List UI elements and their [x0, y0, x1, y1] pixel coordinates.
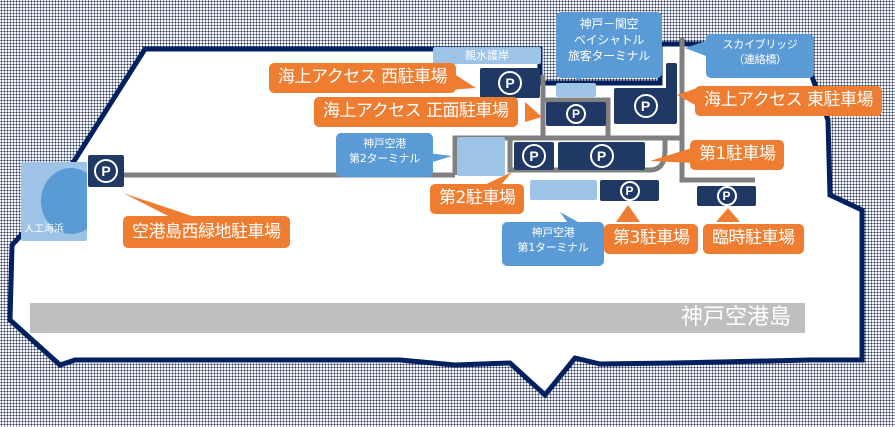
parking-icon: P — [522, 144, 546, 168]
label-sky-bridge[interactable]: スカイブリッジ （連絡橋） — [706, 34, 814, 78]
label-line: 神戸空港 — [363, 137, 406, 150]
parking-lot-2[interactable]: P — [514, 142, 554, 170]
island-name-band: 神戸空港島 — [30, 303, 805, 333]
parking-lot-sea-west[interactable]: P — [480, 68, 540, 98]
parking-icon: P — [566, 104, 586, 124]
label-line: 第2ターミナル — [349, 152, 420, 165]
artificial-beach-area — [21, 162, 87, 241]
label-sea-access-front-parking[interactable]: 海上アクセス 正面駐車場 — [314, 97, 518, 127]
label-bay-shuttle-terminal[interactable]: 神戸－関空 ベイシャトル 旅客ターミナル — [556, 12, 662, 78]
parking-lot-sea-front[interactable]: P — [546, 102, 606, 126]
pointer-skybridge — [685, 41, 706, 56]
pointer-sea-front — [525, 102, 542, 122]
road-lot-loop — [507, 140, 668, 173]
parking-icon: P — [589, 144, 614, 168]
parking-icon: P — [498, 71, 522, 95]
pointer-temp — [716, 208, 740, 222]
parking-lot-3[interactable]: P — [600, 180, 659, 201]
parking-lot-sea-east[interactable]: P — [614, 88, 677, 124]
label-line: 第1ターミナル — [517, 241, 589, 254]
label-sea-access-west-parking[interactable]: 海上アクセス 西駐車場 — [269, 63, 457, 93]
label-parking-temporary[interactable]: 臨時駐車場 — [703, 224, 804, 254]
parking-lot-sea-east-annex — [666, 63, 677, 93]
label-line: スカイブリッジ — [722, 38, 798, 51]
road-upper-loop — [540, 75, 611, 140]
pointer-lot1 — [650, 147, 695, 163]
parking-lot-temporary[interactable]: P — [697, 186, 756, 206]
terminal1-area — [530, 180, 597, 200]
label-line: （連絡橋） — [733, 53, 787, 66]
label-line: 神戸空港 — [531, 226, 575, 239]
parking-icon: P — [94, 159, 118, 183]
label-parking-lot-2[interactable]: 第2駐車場 — [430, 184, 525, 214]
label-sea-access-east-parking[interactable]: 海上アクセス 東駐車場 — [695, 86, 883, 116]
parking-icon: P — [619, 180, 640, 201]
waterfront-label: 親水護岸 — [465, 49, 509, 62]
label-parking-lot-3[interactable]: 第3駐車場 — [604, 224, 699, 254]
waterfront-area — [433, 47, 541, 64]
label-line: 旅客ターミナル — [568, 49, 650, 63]
parking-lot-1[interactable]: P — [558, 142, 645, 170]
parking-icon: P — [633, 94, 658, 118]
pointer-lot3 — [616, 205, 640, 222]
parking-icon: P — [716, 186, 737, 206]
artificial-beach-label: 人工海浜 — [24, 224, 64, 235]
label-terminal-2[interactable]: 神戸空港 第2ターミナル — [336, 133, 433, 177]
label-line: 神戸－関空 — [579, 17, 639, 31]
terminal2-area — [457, 137, 505, 176]
pointer-west-green — [123, 193, 210, 222]
label-parking-lot-1[interactable]: 第1駐車場 — [690, 140, 785, 170]
label-line: ベイシャトル — [573, 33, 645, 47]
label-terminal-1[interactable]: 神戸空港 第1ターミナル — [502, 222, 604, 266]
bay-shuttle-terminal-area — [556, 83, 596, 97]
parking-lot-west-green[interactable]: P — [88, 155, 124, 187]
label-west-green-parking[interactable]: 空港島西緑地駐車場 — [123, 216, 290, 248]
pointer-sea-east — [677, 88, 697, 106]
